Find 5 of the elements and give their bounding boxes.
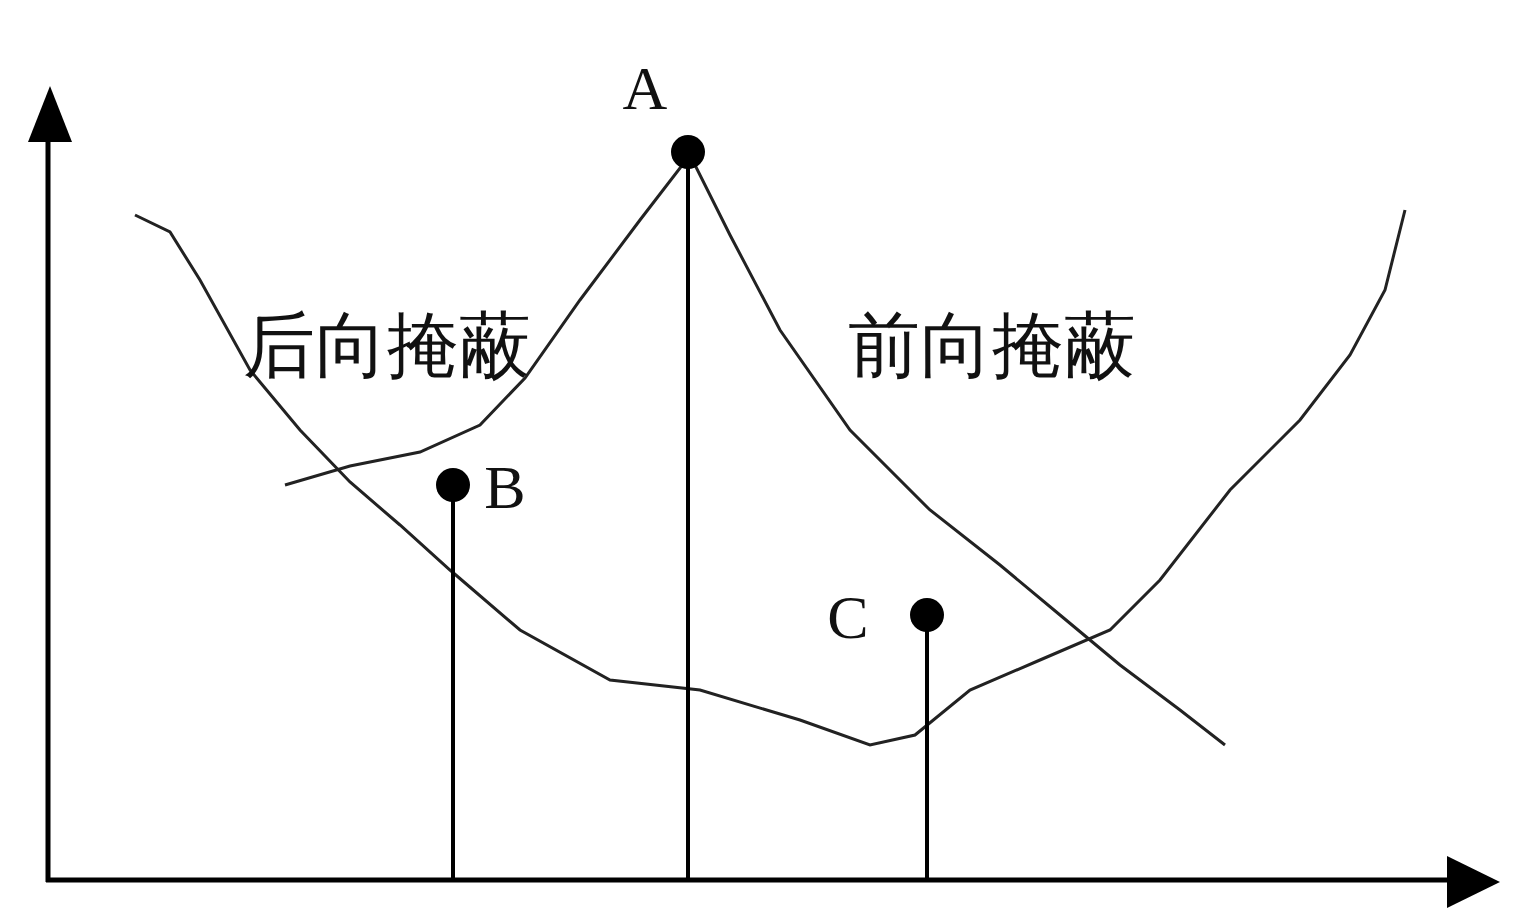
- region-label: 后向掩蔽: [243, 309, 531, 381]
- region-label: 前向掩蔽: [848, 309, 1136, 381]
- point-label: C: [827, 586, 869, 648]
- point-label: B: [484, 456, 526, 518]
- point-label: A: [622, 57, 668, 119]
